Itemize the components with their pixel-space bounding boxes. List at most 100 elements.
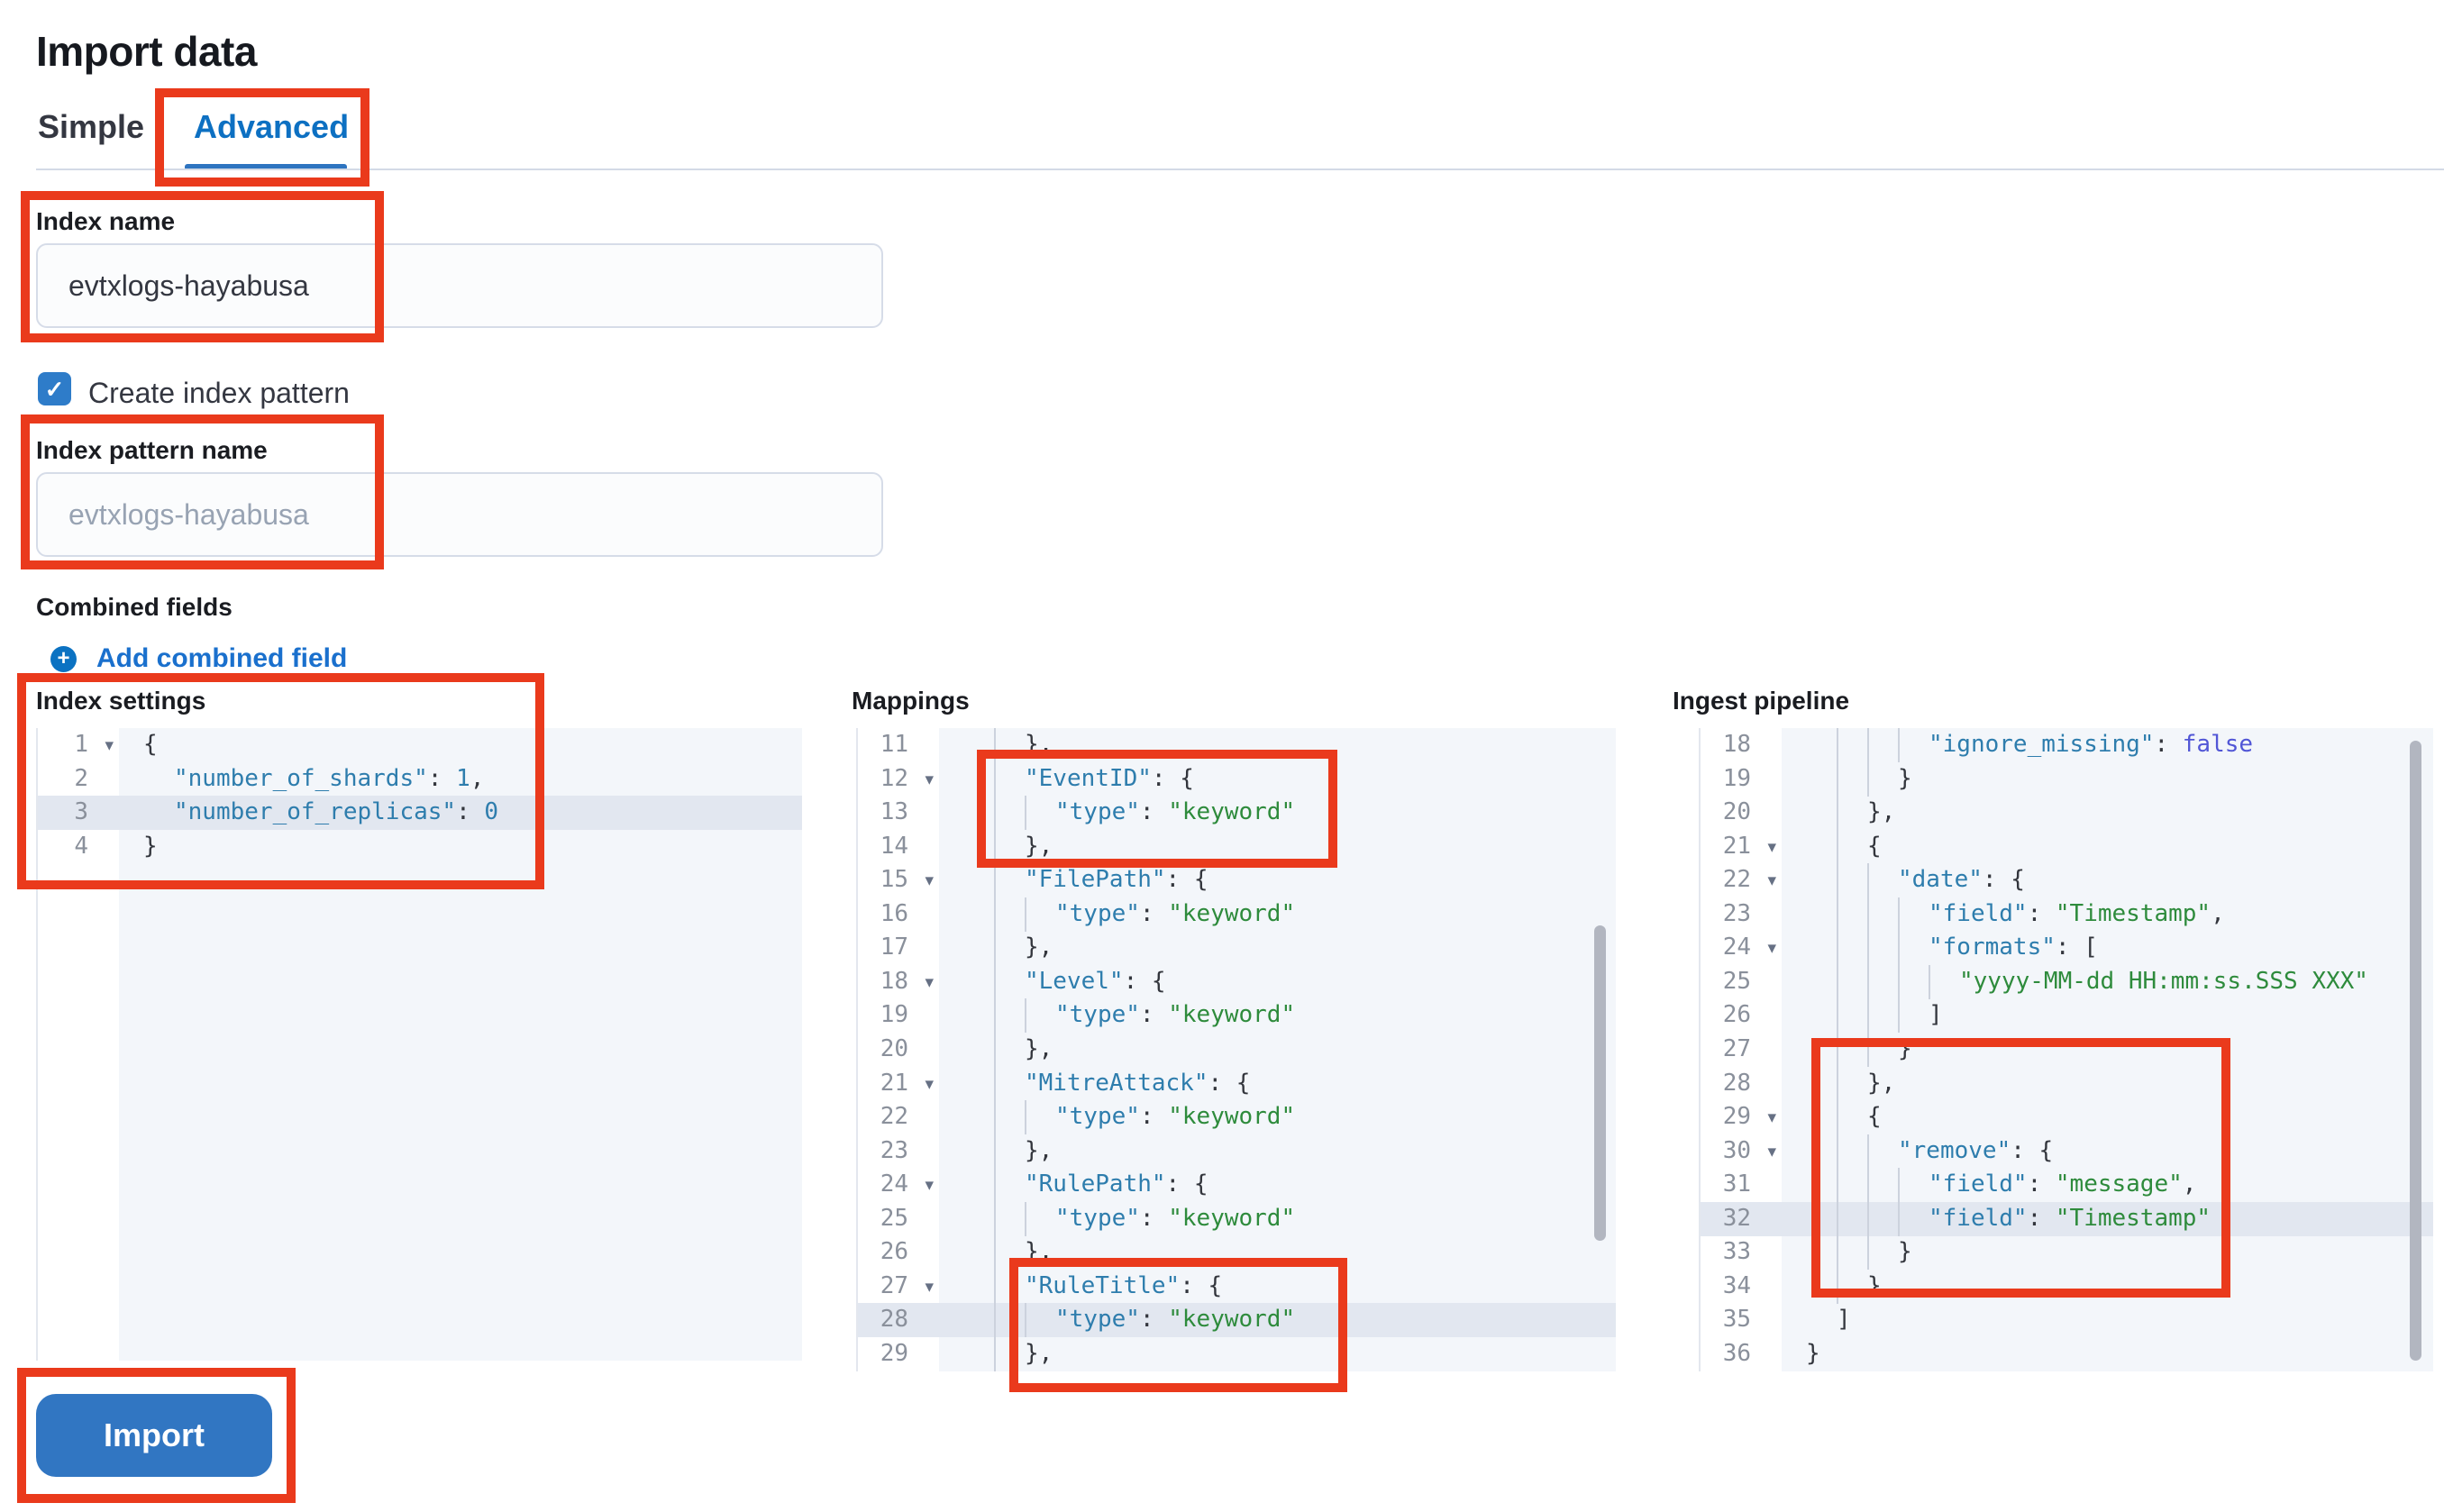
indent-guide bbox=[994, 964, 996, 999]
indent-guide bbox=[1867, 964, 1869, 999]
chevron-down-icon[interactable]: ▾ bbox=[1767, 871, 1776, 891]
indent-guide bbox=[1025, 1201, 1026, 1236]
line-number: 24 bbox=[880, 1170, 908, 1198]
import-button[interactable]: Import bbox=[36, 1394, 272, 1477]
code-line-33: 33} bbox=[1701, 1235, 2433, 1271]
code-line-16: 16"type": "keyword" bbox=[858, 897, 1616, 932]
indent-guide bbox=[994, 796, 996, 831]
indent-guide bbox=[1837, 1066, 1838, 1101]
indent-guide bbox=[1837, 1032, 1838, 1067]
chevron-down-icon[interactable]: ▾ bbox=[105, 736, 114, 755]
indent-guide bbox=[1837, 863, 1838, 898]
indent-guide bbox=[1837, 1201, 1838, 1236]
line-number: 20 bbox=[1722, 798, 1751, 826]
line-number: 1 bbox=[74, 731, 88, 758]
indent-guide bbox=[1837, 1100, 1838, 1135]
code-line-1: 1▾{ bbox=[38, 728, 802, 762]
code-line-17: 17}, bbox=[858, 931, 1616, 966]
tab-simple[interactable]: Simple bbox=[38, 108, 145, 145]
indent-guide bbox=[994, 761, 996, 797]
code-line-14: 14}, bbox=[858, 829, 1616, 864]
code-line-24: 24▾"formats": [ bbox=[1701, 931, 2433, 966]
line-number: 33 bbox=[1722, 1238, 1751, 1266]
indent-guide bbox=[1025, 1100, 1026, 1135]
line-number: 30 bbox=[1722, 1136, 1751, 1164]
ingest-pipeline-label: Ingest pipeline bbox=[1673, 687, 1850, 715]
indent-guide bbox=[994, 863, 996, 898]
line-number: 34 bbox=[1722, 1271, 1751, 1299]
line-number: 13 bbox=[880, 798, 908, 826]
indent-guide bbox=[1898, 728, 1900, 762]
indent-guide bbox=[994, 1032, 996, 1067]
index-name-label: Index name bbox=[36, 207, 176, 235]
active-tab-underline bbox=[185, 164, 347, 170]
indent-guide bbox=[1025, 998, 1026, 1034]
index-pattern-name-input[interactable]: evtxlogs-hayabusa bbox=[36, 472, 883, 557]
indent-guide bbox=[1867, 1168, 1869, 1203]
index-name-input[interactable]: evtxlogs-hayabusa bbox=[36, 243, 883, 328]
code-line-2: 2"number_of_shards": 1, bbox=[74, 764, 485, 792]
chevron-down-icon[interactable]: ▾ bbox=[1767, 1108, 1776, 1128]
tabs-divider bbox=[36, 169, 2444, 170]
line-number: 25 bbox=[1722, 967, 1751, 995]
code-line-35: 35] bbox=[1722, 1306, 1851, 1334]
line-number: 18 bbox=[880, 967, 908, 995]
line-number: 29 bbox=[1722, 1103, 1751, 1131]
chevron-down-icon[interactable]: ▾ bbox=[925, 1176, 934, 1196]
line-number: 28 bbox=[880, 1306, 908, 1334]
ingest-pipeline-scrollbar[interactable] bbox=[2410, 741, 2421, 1361]
indent-guide bbox=[1837, 931, 1838, 966]
code-line-19: 19"type": "keyword" bbox=[858, 998, 1616, 1034]
chevron-down-icon[interactable]: ▾ bbox=[1767, 837, 1776, 857]
indent-guide bbox=[1025, 1303, 1026, 1338]
chevron-down-icon[interactable]: ▾ bbox=[1767, 939, 1776, 959]
indent-guide bbox=[1837, 728, 1838, 762]
code-line-21: 21▾{ bbox=[1701, 829, 2433, 864]
code-line-21: 21▾"MitreAttack": { bbox=[858, 1066, 1616, 1101]
code-line-22: 22"type": "keyword" bbox=[858, 1100, 1616, 1135]
chevron-down-icon[interactable]: ▾ bbox=[925, 871, 934, 891]
code-line-26: 26}, bbox=[858, 1235, 1616, 1271]
mappings-scrollbar[interactable] bbox=[1594, 925, 1606, 1241]
indent-guide bbox=[994, 998, 996, 1034]
line-number: 23 bbox=[880, 1136, 908, 1164]
indent-guide bbox=[1867, 761, 1869, 797]
line-number: 3 bbox=[74, 798, 88, 826]
chevron-down-icon[interactable]: ▾ bbox=[1767, 1142, 1776, 1161]
check-icon: ✓ bbox=[44, 375, 65, 403]
code-line-28: 28"type": "keyword" bbox=[858, 1303, 1616, 1338]
indent-guide bbox=[994, 1066, 996, 1101]
line-number: 22 bbox=[880, 1103, 908, 1131]
chevron-down-icon[interactable]: ▾ bbox=[925, 972, 934, 992]
mappings-editor[interactable]: 11},12▾"EventID": {13"type": "keyword"14… bbox=[856, 728, 1616, 1371]
indent-guide bbox=[994, 829, 996, 864]
code-line-19: 19} bbox=[1701, 761, 2433, 797]
code-line-23: 23"field": "Timestamp", bbox=[1701, 897, 2433, 932]
create-index-pattern-checkbox[interactable]: ✓ bbox=[38, 372, 71, 405]
code-line-27: 27▾"RuleTitle": { bbox=[858, 1269, 1616, 1304]
index-settings-editor[interactable]: 1▾{2"number_of_shards": 1,3"number_of_re… bbox=[36, 728, 802, 1361]
indent-guide bbox=[1867, 1134, 1869, 1169]
chevron-down-icon[interactable]: ▾ bbox=[925, 1277, 934, 1297]
indent-guide bbox=[994, 1134, 996, 1169]
mappings-label: Mappings bbox=[852, 687, 970, 715]
line-number: 12 bbox=[880, 764, 908, 792]
line-number: 14 bbox=[880, 832, 908, 860]
add-combined-field-link[interactable]: + Add combined field bbox=[50, 643, 347, 674]
indent-guide bbox=[1837, 897, 1838, 932]
code-line-25: 25"yyyy-MM-dd HH:mm:ss.SSS XXX" bbox=[1701, 964, 2433, 999]
index-settings-label: Index settings bbox=[36, 687, 206, 715]
indent-guide bbox=[1837, 1134, 1838, 1169]
plus-in-circle-icon: + bbox=[50, 645, 77, 672]
indent-guide bbox=[994, 897, 996, 932]
code-line-30: 30▾"remove": { bbox=[1701, 1134, 2433, 1169]
line-number: 27 bbox=[1722, 1034, 1751, 1062]
indent-guide bbox=[1867, 863, 1869, 898]
chevron-down-icon[interactable]: ▾ bbox=[925, 770, 934, 789]
tab-advanced[interactable]: Advanced bbox=[194, 108, 350, 145]
chevron-down-icon[interactable]: ▾ bbox=[925, 1074, 934, 1094]
indent-guide bbox=[994, 931, 996, 966]
create-index-pattern-label: Create index pattern bbox=[88, 377, 350, 409]
line-number: 17 bbox=[880, 934, 908, 961]
